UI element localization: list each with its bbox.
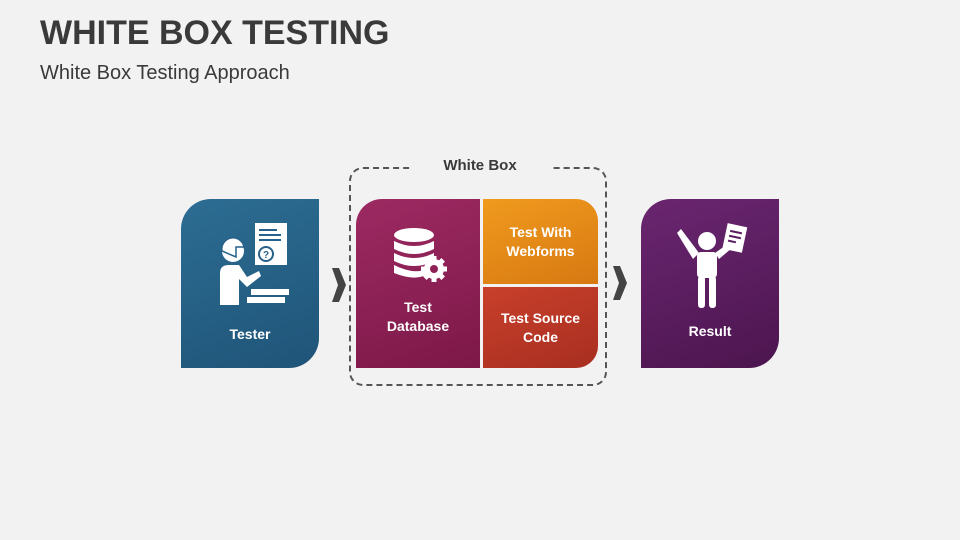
svg-text:?: ?	[263, 250, 269, 261]
tester-label: Tester	[229, 326, 271, 342]
result-card: Result	[641, 199, 779, 368]
test-webforms-card: Test With Webforms	[483, 199, 598, 284]
arrow-right-icon	[613, 266, 627, 300]
test-database-label: Test Database	[386, 299, 450, 334]
database-gear-icon	[394, 228, 447, 282]
tester-icon: ?	[220, 223, 289, 305]
test-source-code-label: Test Source Code	[500, 309, 581, 345]
test-database-card: Test Database	[356, 199, 480, 368]
celebrating-person-icon	[677, 223, 748, 308]
result-label: Result	[688, 323, 732, 339]
arrow-right-icon	[332, 268, 346, 302]
slide-subtitle: White Box Testing Approach	[40, 62, 290, 84]
test-webforms-label: Test With Webforms	[506, 223, 575, 259]
tester-card: ? Tester	[181, 199, 319, 368]
test-source-code-card: Test Source Code	[483, 287, 598, 368]
slide-title: WHITE BOX TESTING	[40, 14, 390, 52]
white-box-label: White Box	[410, 157, 550, 174]
